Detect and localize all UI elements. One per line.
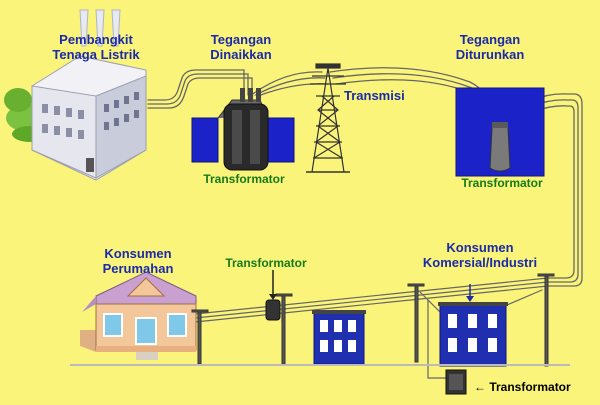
transformer-label-step-up: Transformator	[203, 172, 285, 186]
power-plant-icon	[4, 9, 147, 181]
residential-label-line1: Konsumen	[104, 246, 172, 261]
house-icon	[80, 271, 197, 360]
plant-label: Pembangkit Tenaga Listrik	[36, 32, 156, 62]
step-up-label-line1: Tegangan	[210, 32, 272, 47]
pole-transformer-icon	[265, 270, 281, 321]
commercial-label-line2: Komersial/Industri	[422, 255, 538, 270]
step-up-label: Tegangan Dinaikkan	[196, 32, 286, 62]
step-down-label-line1: Tegangan	[459, 32, 521, 47]
step-down-label-line2: Diturunkan	[455, 47, 525, 62]
residential-label: Konsumen Perumahan	[88, 246, 188, 276]
step-down-label: Tegangan Diturunkan	[440, 32, 540, 62]
commercial-label: Konsumen Komersial/Industri	[412, 240, 548, 270]
residential-label-line2: Perumahan	[102, 261, 174, 276]
transmission-label: Transmisi	[344, 88, 405, 103]
commercial-label-line1: Konsumen	[446, 240, 514, 255]
step-up-transformer-icon	[187, 88, 297, 173]
ground-transformer-icon	[445, 369, 467, 395]
transmission-tower-icon	[306, 63, 350, 173]
transformer-label-step-down: Transformator	[461, 176, 543, 190]
step-up-label-line2: Dinaikkan	[210, 47, 272, 62]
utility-poles	[191, 273, 555, 367]
plant-label-line1: Pembangkit	[59, 32, 133, 47]
transformer-label-ground: ← Transformator	[474, 380, 571, 394]
commercial-building-icon	[438, 284, 508, 367]
small-building-icon	[312, 310, 366, 365]
transformer-label-pole: Transformator	[225, 256, 307, 270]
ground-line	[70, 364, 570, 366]
plant-label-line2: Tenaga Listrik	[52, 47, 140, 62]
step-down-transformer-icon	[455, 87, 545, 177]
